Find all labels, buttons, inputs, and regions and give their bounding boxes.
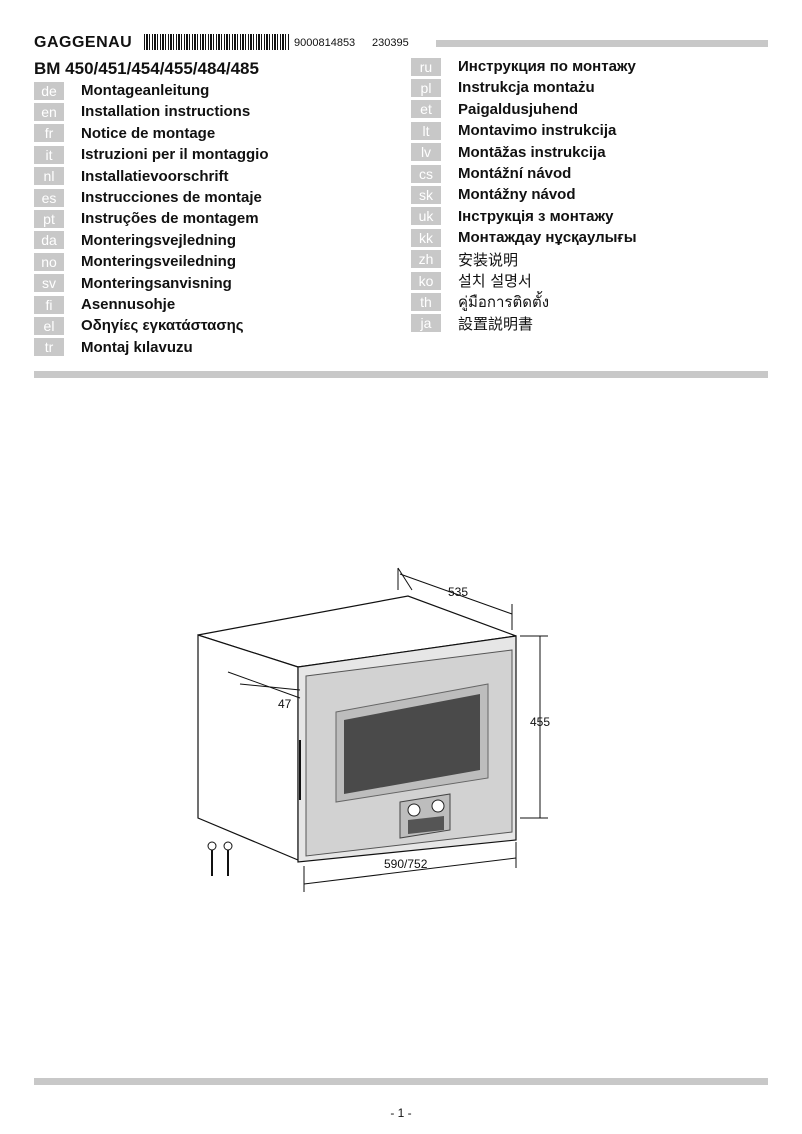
language-item-uk: uk Інструкція з монтажу <box>411 207 613 226</box>
language-code: fr <box>34 124 64 143</box>
language-title: Інструкція з монтажу <box>458 207 614 225</box>
language-code: cs <box>411 164 441 183</box>
screws <box>207 841 233 876</box>
language-item-pl: pl Instrukcja montażu <box>411 78 595 97</box>
language-item-lt: lt Montavimo instrukcija <box>411 121 616 140</box>
language-title: Paigaldusjuhend <box>458 100 579 118</box>
language-title: Monteringsvejledning <box>81 231 237 249</box>
language-title: Installatievoorschrift <box>81 167 229 185</box>
language-title: Montážní návod <box>458 165 572 182</box>
language-item-cs: cs Montážní návod <box>411 164 571 183</box>
language-code: kk <box>411 228 441 247</box>
language-code: el <box>34 316 64 335</box>
language-title: Installation instructions <box>81 103 251 121</box>
language-item-el: el Οδηγίες εγκατάστασης <box>34 316 244 335</box>
language-code: lt <box>411 121 441 140</box>
language-code: ru <box>411 57 441 76</box>
language-code: es <box>34 188 64 207</box>
language-code: pt <box>34 209 64 228</box>
right-knob <box>431 799 445 813</box>
language-code: tr <box>34 338 64 357</box>
barcode <box>144 34 290 50</box>
language-item-it: it Istruzioni per il montaggio <box>34 145 269 164</box>
footer-divider <box>34 1078 768 1085</box>
left-knob <box>407 803 421 817</box>
language-title: Instruções de montagem <box>81 210 259 228</box>
language-code: de <box>34 81 64 100</box>
language-item-fi: fi Asennusohje <box>34 295 175 314</box>
language-item-es: es Instrucciones de montaje <box>34 188 262 207</box>
language-code: no <box>34 252 64 271</box>
language-item-pt: pt Instruções de montagem <box>34 209 259 228</box>
language-code: nl <box>34 167 64 186</box>
language-item-ja: ja 設置説明書 <box>411 314 533 333</box>
language-title: Монтаждау нұсқаулығы <box>458 229 637 247</box>
language-code: da <box>34 231 64 250</box>
depth-dimension: 535 <box>448 585 468 599</box>
language-code: sk <box>411 185 441 204</box>
language-title: Monteringsanvisning <box>81 274 232 292</box>
language-title: Montaj kılavuzu <box>81 338 193 356</box>
language-title: Instrukcja montażu <box>458 79 595 97</box>
language-title: Montážny návod <box>458 186 576 204</box>
document-code: 230395 <box>372 37 409 49</box>
language-code: uk <box>411 207 441 226</box>
height-dimension: 455 <box>530 715 550 729</box>
oven-window <box>344 694 480 794</box>
language-code: sv <box>34 274 64 293</box>
language-item-et: et Paigaldusjuhend <box>411 100 578 119</box>
brand-logo: GAGGENAU <box>34 34 133 51</box>
header-divider <box>436 40 768 47</box>
language-code: pl <box>411 78 441 97</box>
model-title: BM 450/451/454/455/484/485 <box>34 59 259 78</box>
language-code: lv <box>411 143 441 162</box>
language-title: Montageanleitung <box>81 82 210 99</box>
language-title: คู่มือการติดตั้ง <box>458 292 550 311</box>
language-item-sk: sk Montážny návod <box>411 185 576 204</box>
language-item-lv: lv Montāžas instrukcija <box>411 143 606 162</box>
language-title: Montāžas instrukcija <box>458 143 606 161</box>
language-code: en <box>34 102 64 121</box>
language-title: Istruzioni per il montaggio <box>81 146 269 164</box>
language-title: Notice de montage <box>81 124 216 142</box>
language-item-ko: ko 설치 설명서 <box>411 271 532 290</box>
front-offset-dimension: 47 <box>278 697 292 711</box>
section-divider <box>34 371 768 378</box>
language-code: th <box>411 292 441 311</box>
language-title: Monteringsveiledning <box>81 253 237 271</box>
language-title: Montavimo instrukcija <box>458 122 617 140</box>
language-code: et <box>411 100 441 119</box>
language-code: ko <box>411 271 441 290</box>
language-item-en: en Installation instructions <box>34 102 250 121</box>
language-item-ru: ru Инструкция по монтажу <box>411 57 636 76</box>
language-item-th: th คู่มือการติดตั้ง <box>411 292 549 311</box>
language-title: Οδηγίες εγκατάστασης <box>81 317 244 335</box>
language-item-kk: kk Монтаждау нұсқаулығы <box>411 228 637 247</box>
language-item-de: de Montageanleitung <box>34 81 209 100</box>
language-title: Instrucciones de montaje <box>81 189 262 206</box>
language-item-tr: tr Montaj kılavuzu <box>34 338 193 357</box>
language-item-nl: nl Installatievoorschrift <box>34 167 229 186</box>
language-title: 安装说明 <box>458 250 519 269</box>
language-title: Asennusohje <box>81 296 176 313</box>
barcode-number: 9000814853 <box>294 37 356 49</box>
display <box>408 816 444 834</box>
language-item-sv: sv Monteringsanvisning <box>34 274 232 293</box>
language-title: 設置説明書 <box>458 314 534 333</box>
language-title: Инструкция по монтажу <box>458 58 636 75</box>
language-item-fr: fr Notice de montage <box>34 124 215 143</box>
language-code: fi <box>34 295 64 314</box>
language-item-zh: zh 安装说明 <box>411 250 518 269</box>
oven-side-face <box>197 634 299 861</box>
language-title: 설치 설명서 <box>458 272 532 290</box>
width-dimension: 590/752 <box>384 857 428 871</box>
language-code: it <box>34 145 64 164</box>
page-number: - 1 - <box>390 1106 412 1120</box>
language-code: ja <box>411 314 441 333</box>
language-item-no: no Monteringsveiledning <box>34 252 236 271</box>
language-item-da: da Monteringsvejledning <box>34 231 236 250</box>
language-code: zh <box>411 250 441 269</box>
